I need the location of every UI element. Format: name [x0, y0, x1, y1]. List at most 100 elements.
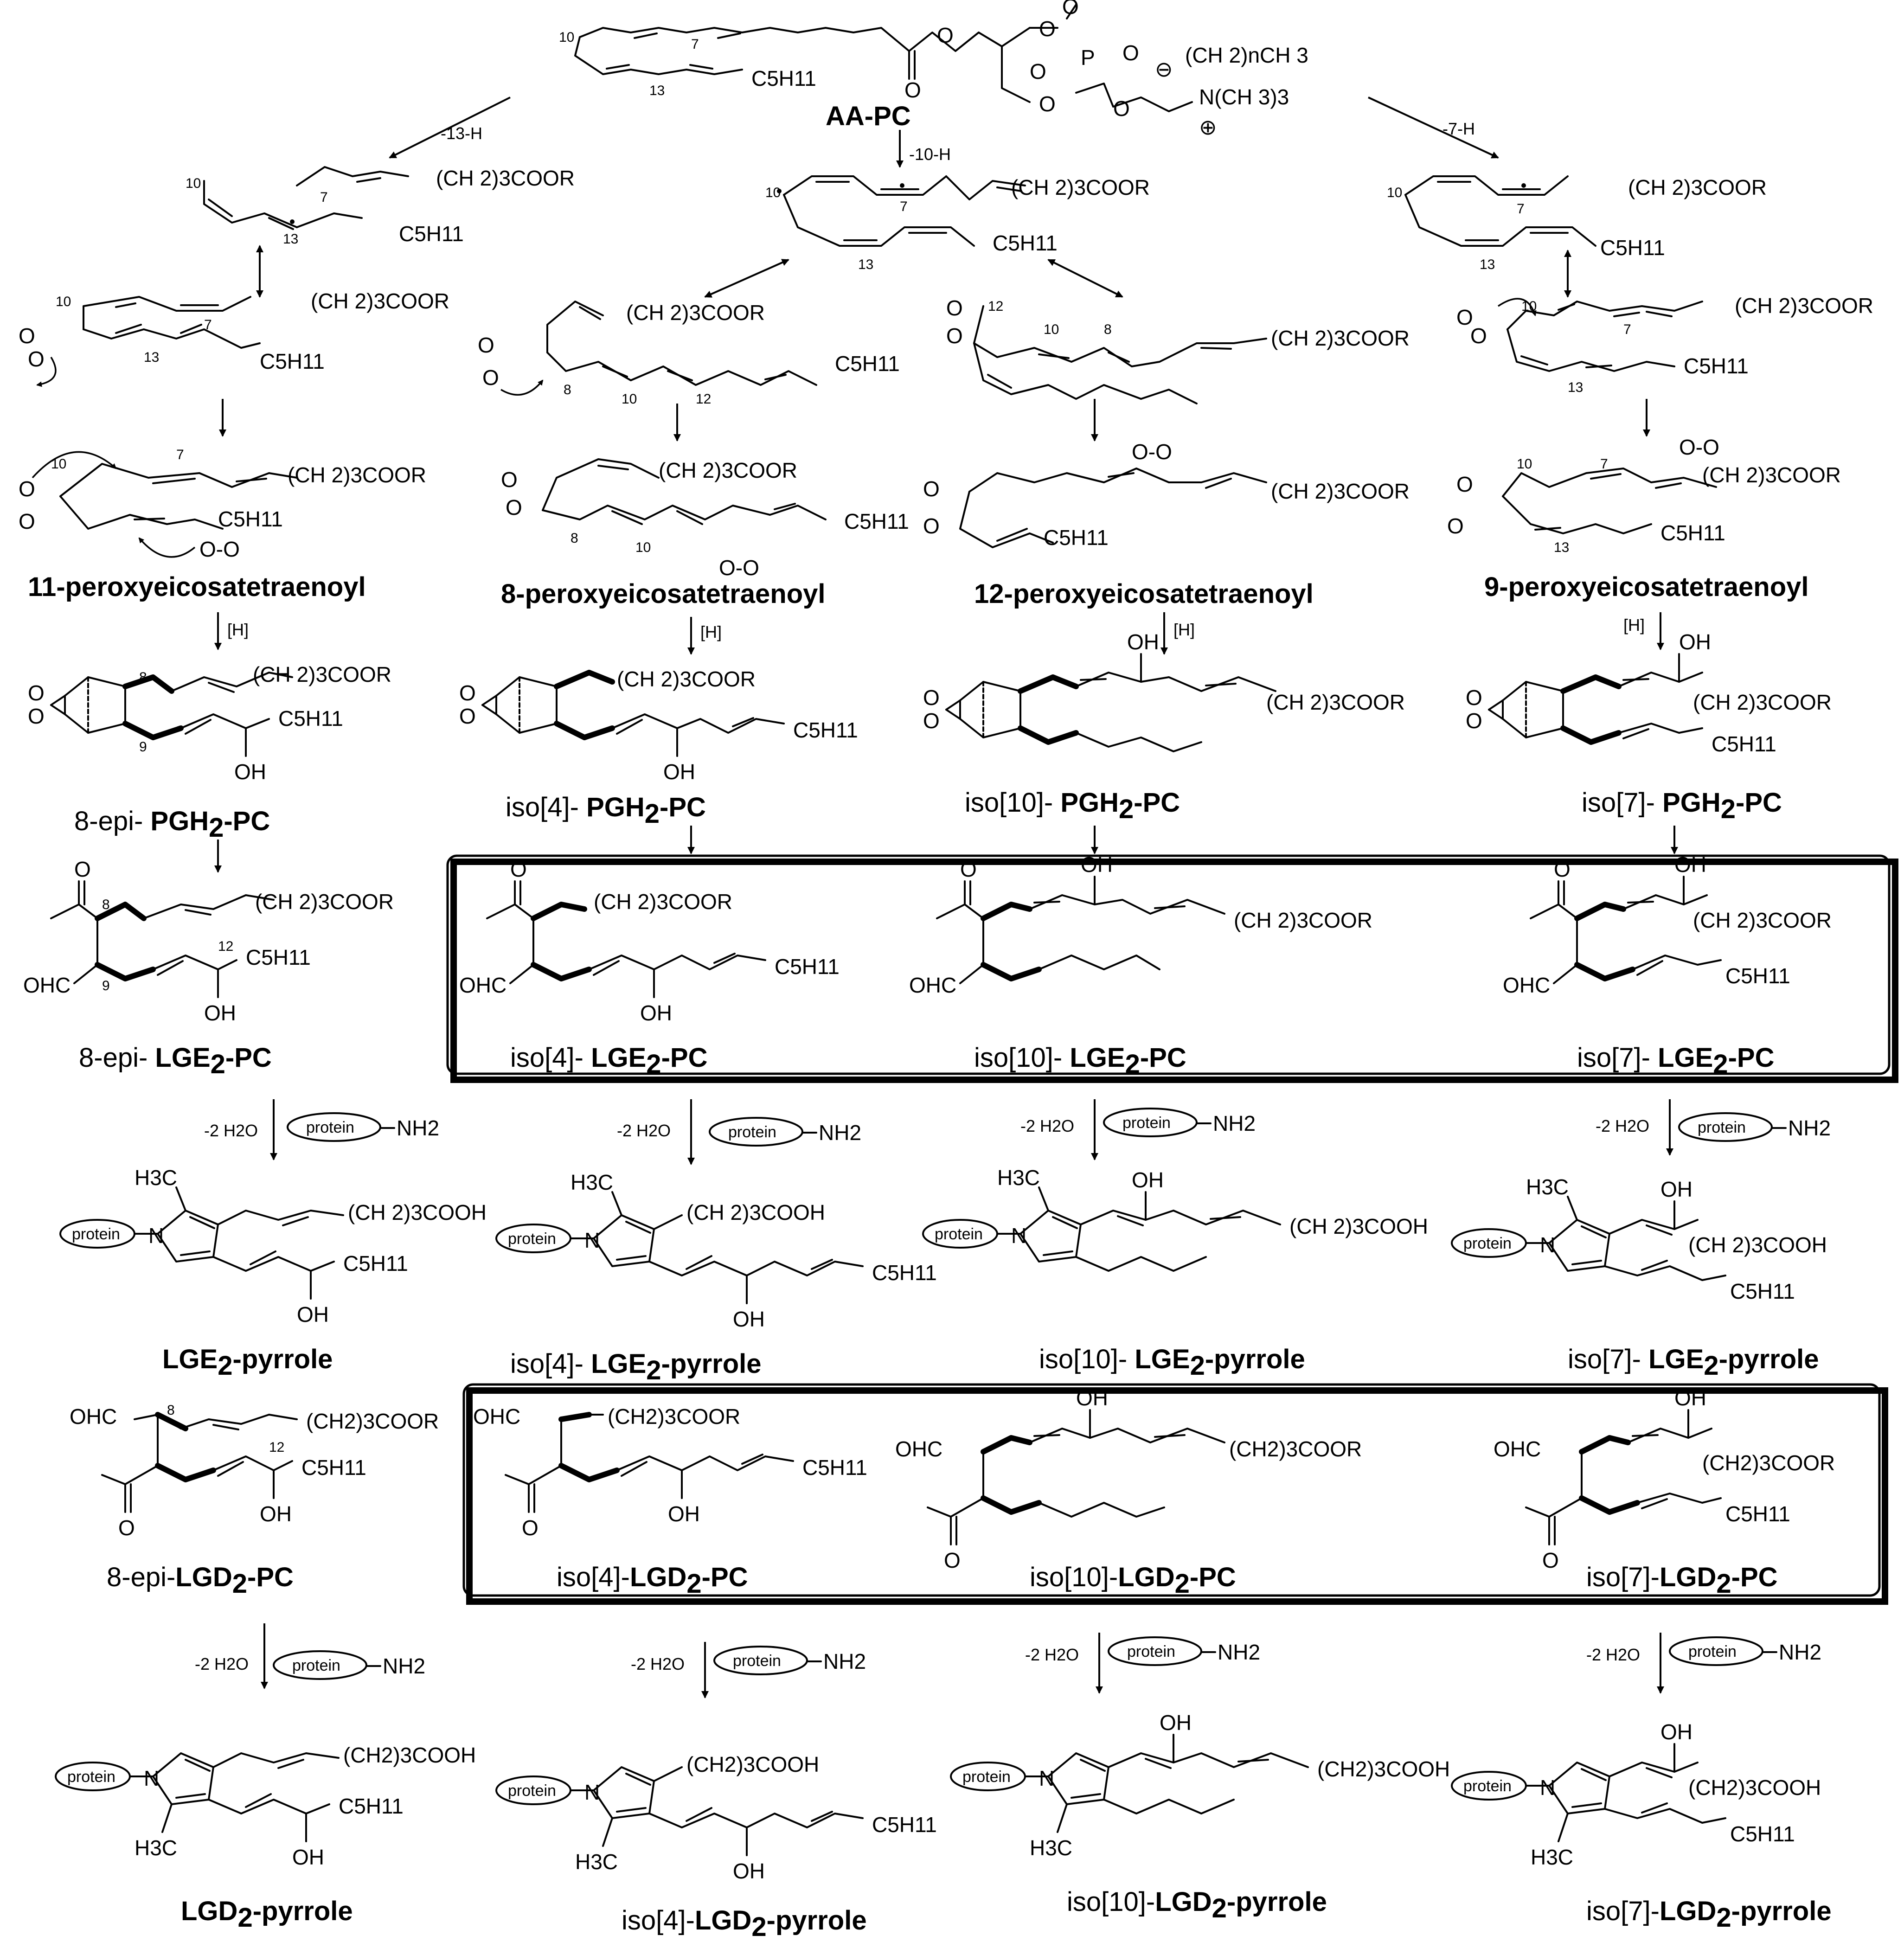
svg-text:H3C: H3C: [997, 1166, 1040, 1190]
svg-text:O: O: [1542, 1548, 1559, 1572]
lge-iso4-alkyl: C5H11: [775, 955, 840, 979]
phosphate-oxygen: O: [1030, 59, 1046, 83]
peroxyl-12-n8: 8: [1104, 322, 1112, 337]
aa-pc-label: AA-PC: [826, 101, 911, 131]
svg-text:protein: protein: [1688, 1643, 1737, 1660]
svg-text:(CH 2)3COOH: (CH 2)3COOH: [1688, 1233, 1827, 1257]
svg-text:H3C: H3C: [575, 1850, 618, 1874]
lge-pyrrole-label-1: LGE2-pyrrole: [162, 1344, 333, 1381]
aa-alkyl: C5H11: [751, 66, 816, 90]
svg-text:protein: protein: [1122, 1114, 1171, 1132]
svg-text:N: N: [144, 1766, 159, 1790]
cyclic-8-n8: 8: [571, 531, 578, 546]
svg-text:N: N: [148, 1224, 164, 1248]
peroxyl-8-oo2: O: [482, 365, 499, 390]
lgd-pyrrole-label-4: iso[7]-LGD2-pyrrole: [1586, 1896, 1832, 1933]
cyclic-9-o2: O: [1447, 514, 1464, 538]
peroxyl-radical-8: (CH 2)3COOR C5H11 8 10 12 O O: [478, 301, 900, 407]
svg-text:protein: protein: [72, 1225, 120, 1243]
radical-c13-n10: 10: [186, 176, 201, 191]
svg-text:H3C: H3C: [1526, 1175, 1569, 1199]
svg-text:(CH2)3COOH: (CH2)3COOH: [343, 1743, 476, 1767]
lge-pyrrole-label-4: iso[7]- LGE2-pyrrole: [1568, 1344, 1819, 1381]
svg-text:NH2: NH2: [823, 1649, 866, 1673]
aa-c13: 13: [649, 83, 665, 98]
svg-text:8: 8: [167, 1403, 175, 1418]
lgd-box-shadow: [466, 1387, 1888, 1605]
radical-c7-n10: 10: [1387, 185, 1402, 200]
svg-text:N: N: [1039, 1766, 1054, 1790]
svg-text:C5H11: C5H11: [1730, 1279, 1795, 1303]
lge-pyrrole-label-2: iso[4]- LGE2-pyrrole: [510, 1349, 762, 1385]
lge-epi-n9: 9: [102, 978, 110, 993]
phosphorus: P: [1081, 45, 1095, 70]
svg-text:-2 H2O: -2 H2O: [204, 1121, 258, 1140]
pgh-iso10-o1: O: [923, 686, 940, 710]
svg-text:12: 12: [269, 1440, 284, 1455]
svg-text:H3C: H3C: [135, 1836, 177, 1860]
svg-text:protein: protein: [935, 1225, 983, 1243]
svg-text:N: N: [1011, 1224, 1026, 1248]
choline-label: N(CH 3)3: [1199, 85, 1289, 109]
cyclic-9-n10: 10: [1517, 456, 1532, 472]
lge-pyrrole-2: protein N H3C (CH 2)3COOH C5H11 OH: [495, 1170, 937, 1331]
ester-oxygen: O: [937, 23, 954, 47]
svg-text:protein: protein: [1463, 1777, 1512, 1795]
svg-text:-2 H2O: -2 H2O: [631, 1654, 685, 1673]
cyclic-11-oo: O-O: [199, 537, 240, 561]
svg-text:-2 H2O: -2 H2O: [195, 1654, 249, 1673]
lgd-pyrrole-label-2: iso[4]-LGD2-pyrrole: [622, 1905, 867, 1942]
pgh-iso7-o1: O: [1466, 686, 1482, 710]
svg-text:-2 H2O: -2 H2O: [1020, 1116, 1074, 1135]
condensation-3: -2 H2O protein NH2: [1020, 1099, 1256, 1160]
svg-text:O: O: [522, 1516, 539, 1540]
ester-oxygen-2: O: [1039, 17, 1056, 41]
svg-text:OH: OH: [733, 1307, 765, 1331]
radical-c13-acid: (CH 2)3COOR: [436, 166, 575, 190]
lgd-label-iso10: iso[10]-LGD2-PC: [1030, 1562, 1236, 1599]
svg-text:protein: protein: [306, 1119, 354, 1136]
svg-text:OH: OH: [733, 1859, 765, 1883]
phosphate-oxygen-4: O: [1113, 96, 1130, 121]
peroxyl-9-n7: 7: [1623, 322, 1631, 337]
cyclic-9-oo: O-O: [1679, 435, 1719, 459]
lge-iso4: (CH 2)3COOR C5H11 OH OHC O: [459, 857, 840, 1025]
peroxyl-9-acid: (CH 2)3COOR: [1735, 294, 1873, 318]
peroxyl-12-oo2: O: [946, 324, 963, 348]
svg-text:OH: OH: [1076, 1386, 1108, 1410]
svg-text:OH: OH: [1660, 1720, 1692, 1744]
svg-text:(CH2)3COOR: (CH2)3COOR: [1702, 1451, 1835, 1475]
cyclic-9-acid: (CH 2)3COOR: [1702, 463, 1841, 487]
svg-text:NH2: NH2: [383, 1654, 425, 1678]
peroxyl-9-alkyl: C5H11: [1684, 354, 1749, 378]
cyclic-11-o1: O: [19, 477, 35, 501]
svg-text:OH: OH: [1674, 1386, 1706, 1410]
svg-text:C5H11: C5H11: [802, 1455, 867, 1480]
lge-iso7-alkyl: C5H11: [1725, 964, 1790, 988]
cond-13h: -13-H: [441, 124, 482, 143]
svg-text:H3C: H3C: [135, 1166, 177, 1190]
svg-text:(CH2)3COOH: (CH2)3COOH: [1688, 1775, 1821, 1800]
svg-text:H3C: H3C: [1531, 1845, 1573, 1869]
lge-label-iso4: iso[4]- LGE2-PC: [510, 1043, 707, 1079]
cyclic-12-oo: O-O: [1132, 440, 1172, 464]
cond-h-2: [H]: [700, 622, 722, 641]
lge-iso4-oh: OH: [640, 1001, 672, 1025]
radical-c7-n7: 7: [1517, 201, 1525, 217]
svg-text:OH: OH: [260, 1502, 292, 1526]
lgd-iso10: OHC (CH2)3COOR OH O: [895, 1386, 1362, 1572]
ester-chain-label: (CH 2)nCH 3: [1185, 43, 1308, 67]
svg-text:-2 H2O: -2 H2O: [1596, 1116, 1649, 1135]
lge-label-iso7: iso[7]- LGE2-PC: [1577, 1043, 1774, 1079]
cyclic-11-o2: O: [19, 509, 35, 533]
radical-c7: (CH 2)3COOR C5H11 10 7 13: [1387, 175, 1767, 272]
peroxyl-12-acid: (CH 2)3COOR: [1271, 326, 1410, 350]
cyclic-8-n10: 10: [635, 540, 651, 555]
pgh-label-iso10: iso[10]- PGH2-PC: [965, 788, 1180, 824]
cyclic-12-alkyl: C5H11: [1044, 526, 1109, 550]
cyclic-9-alkyl: C5H11: [1660, 521, 1725, 545]
pgh-iso7: (CH 2)3COOR C5H11 OH O O: [1466, 630, 1832, 756]
cond-10h: -10-H: [909, 145, 951, 164]
condensation-1: -2 H2O protein NH2: [204, 1099, 439, 1160]
